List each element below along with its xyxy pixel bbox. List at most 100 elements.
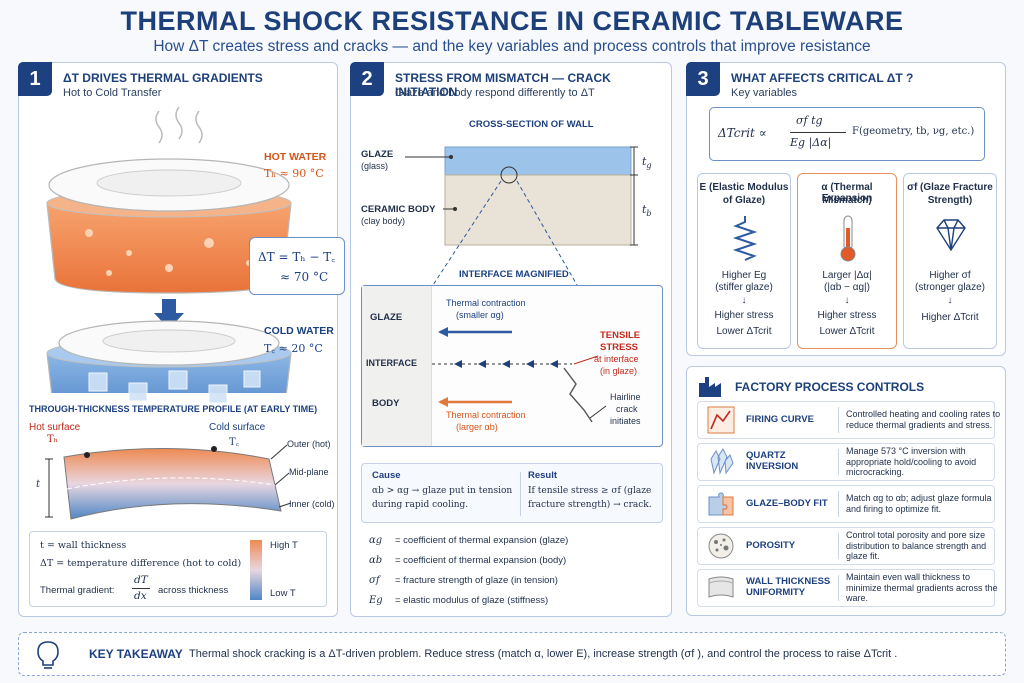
tensile-label-2: STRESS [600, 342, 639, 353]
def-symbol: Eg [369, 595, 383, 606]
thermometer-icon [840, 215, 856, 262]
def-symbol: σf [369, 575, 380, 586]
cross-section-diagram [405, 146, 638, 286]
cold-water-temp: T꜀ ≈ 20 °C [264, 342, 323, 355]
legend-gradient-label: Thermal gradient: [40, 585, 115, 596]
card-line-2: (stiffer glaze) [715, 282, 773, 293]
row-divider [838, 491, 839, 517]
cold-surface-symbol: T꜀ [229, 437, 240, 448]
hot-surface-label: Hot surface [29, 422, 81, 433]
def-text: = coefficient of thermal expansion (glaz… [395, 535, 569, 546]
variable-card-elastic-modulus: E (Elastic Modulus of Glaze) Higher Eg (… [697, 173, 791, 349]
profile-legend: t = wall thickness ΔT = temperature diff… [29, 531, 327, 607]
card-title-2: Strength) [927, 195, 973, 206]
card-line-2: (stronger glaze) [914, 282, 986, 293]
takeaway-text: Thermal shock cracking is a ΔT-driven pr… [189, 648, 898, 660]
process-row-glaze-body-fit: GLAZE–BODY FIT Match αg to αb; adjust gl… [697, 485, 995, 523]
panel-title: STRESS FROM MISMATCH — CRACK INITIATION [395, 71, 611, 99]
page-title: THERMAL SHOCK RESISTANCE IN CERAMIC TABL… [120, 6, 904, 36]
tensile-label-3: at interface [594, 354, 639, 364]
panel-subtitle: Key variables [731, 87, 798, 99]
formula-bar [790, 132, 846, 133]
hot-surface-symbol: Tₕ [47, 434, 58, 445]
mid-plane-label: Mid-plane [289, 467, 329, 477]
mag-interface-label: INTERFACE [366, 358, 418, 368]
card-line-3: Higher stress [714, 310, 774, 321]
process-label: GLAZE–BODY FIT [746, 497, 828, 509]
key-takeaway-banner: KEY TAKEAWAY Thermal shock cracking is a… [18, 632, 1006, 676]
card-title-1: E (Elastic Modulus [699, 182, 789, 193]
process-label: WALL THICKNESS UNIFORMITY [746, 576, 831, 598]
card-title-1: σf (Glaze Fracture [907, 182, 993, 193]
cause-result-divider [520, 472, 521, 516]
panel-critical-delta-t: 3 WHAT AFFECTS CRITICAL ΔT ? Key variabl… [686, 62, 1006, 356]
wall-section-icon [708, 576, 734, 598]
contraction-body-1: Thermal contraction [446, 410, 526, 420]
legend-delta-t: ΔT = temperature difference (hot to cold… [40, 558, 242, 569]
outer-label: Outer (hot) [287, 439, 331, 449]
process-label: FIRING CURVE [746, 413, 814, 425]
cause-result-box: Cause αb > αg → glaze put in tension dur… [361, 463, 663, 523]
panel-title: ΔT DRIVES THERMAL GRADIENTS [63, 71, 263, 85]
row-divider [838, 575, 839, 601]
porosity-icon [708, 533, 734, 559]
card-line-1: Higher Eg [721, 270, 767, 281]
arrow-down-icon: ↓ [844, 295, 850, 306]
thickness-symbol: t [36, 479, 41, 490]
legend-gradient-num: dT [134, 574, 148, 586]
body-sublabel: (clay body) [361, 216, 406, 226]
plate [48, 158, 290, 212]
inner-label: Inner (cold) [289, 499, 335, 509]
card-title-1: α (Thermal Expansion [821, 182, 873, 204]
formula-lhs: ΔTcrit ∝ [718, 126, 767, 140]
high-t-label: High T [270, 540, 298, 551]
crystal-icon [710, 447, 734, 475]
delta-t-box: ΔT = Tₕ − T꜀ ≈ 70 °C [249, 237, 345, 295]
arrow-down-icon: ↓ [947, 295, 953, 306]
row-divider [838, 449, 839, 475]
panel-number: 1 [18, 62, 52, 96]
formula-box: ΔTcrit ∝ σf tg Eg |Δα| F(geometry, tb, ν… [709, 107, 985, 161]
hot-water-temp: Tₕ ≈ 90 °C [264, 167, 324, 180]
glaze-label: GLAZE [361, 149, 394, 160]
panel-subtitle: Hot to Cold Transfer [63, 87, 162, 99]
crack-label-1: Hairline [610, 392, 641, 402]
def-text: = elastic modulus of glaze (stiffness) [395, 595, 549, 606]
delta-t-equation: ΔT = Tₕ − T꜀ [258, 250, 336, 264]
def-symbol: αb [369, 555, 383, 566]
panel-number: 2 [350, 62, 384, 96]
card-line-1: Higher σf [929, 270, 971, 281]
cross-section-title: CROSS-SECTION OF WALL [469, 119, 594, 130]
factory-icon [699, 377, 721, 397]
row-divider [838, 533, 839, 559]
process-row-quartz-inversion: QUARTZ INVERSION Manage 573 °C inversion… [697, 443, 995, 481]
cause-line-1: αb > αg → glaze put in tension [372, 486, 513, 496]
panel-stress-mismatch: 2 STRESS FROM MISMATCH — CRACK INITIATIO… [350, 62, 672, 617]
panel-number: 3 [686, 62, 720, 96]
interface-arrows [432, 327, 607, 423]
process-label: POROSITY [746, 539, 796, 551]
tensile-label-1: TENSILE [600, 330, 641, 341]
card-line-4: Lower ΔTcrit [819, 326, 875, 337]
cause-title: Cause [372, 470, 401, 481]
def-text: = coefficient of thermal expansion (body… [395, 555, 567, 566]
formula-numerator: σf tg [796, 114, 823, 127]
card-line-1: Larger |Δα| [822, 270, 872, 281]
formula-tail: F(geometry, tb, νg, etc.) [852, 126, 975, 137]
delta-t-value: ≈ 70 °C [280, 270, 329, 284]
crack-label-2: crack [616, 404, 638, 414]
card-title-2: of Glaze) [722, 195, 766, 206]
cause-line-2: during rapid cooling. [372, 500, 469, 510]
tensile-label-4: (in glaze) [600, 366, 638, 376]
cold-water-label: COLD WATER [264, 325, 334, 337]
fraction-bar [132, 588, 150, 589]
temperature-profile-diagram [45, 444, 292, 520]
cold-surface-label: Cold surface [209, 422, 266, 433]
panel-title: WHAT AFFECTS CRITICAL ΔT ? [731, 71, 914, 85]
hot-water-label: HOT WATER [264, 151, 327, 163]
interface-magnified-box: GLAZE INTERFACE BODY Thermal contraction… [361, 285, 663, 447]
result-line-2: fracture strength) → crack. [528, 500, 652, 510]
variable-card-fracture-strength: σf (Glaze Fracture Strength) Higher σf (… [903, 173, 997, 349]
result-line-1: If tensile stress ≥ σf (glaze [528, 486, 652, 496]
arrow-down-icon: ↓ [741, 295, 747, 306]
